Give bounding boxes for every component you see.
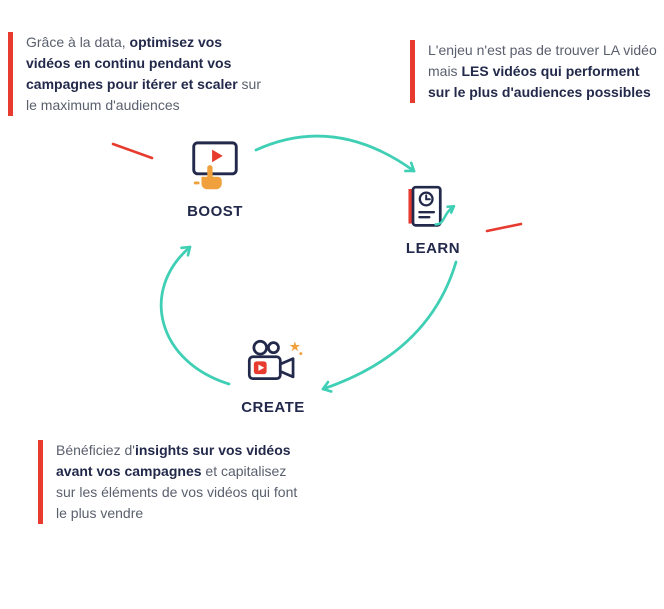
arrow-learn-to-create xyxy=(321,260,458,393)
report-lines-icon xyxy=(418,211,436,219)
clock-icon xyxy=(418,191,434,207)
callout-boost: Grâce à la data, optimisez vos vidéos en… xyxy=(8,32,266,116)
node-create-label: CREATE xyxy=(241,399,305,416)
node-learn-label: LEARN xyxy=(405,240,461,257)
node-boost: BOOST xyxy=(170,139,260,220)
callout-learn-regular-1: L'enjeu n'est pas de trouver LA vidéo ma… xyxy=(428,42,657,79)
callout-create: Bénéficiez d'insights sur vos vidéos ava… xyxy=(38,440,298,524)
callout-create-regular-2: et capitalisez sur les éléments de vos v… xyxy=(56,463,298,521)
node-boost-label: BOOST xyxy=(187,203,243,220)
boost-icon xyxy=(192,141,238,190)
callout-boost-regular-2: sur le maximum d'audiences xyxy=(26,76,261,113)
play-triangle-white-icon xyxy=(258,364,265,371)
clock-hands-icon xyxy=(425,194,431,201)
star-icon xyxy=(289,341,301,352)
learn-icon xyxy=(408,185,456,227)
callout-boost-text: Grâce à la data, optimisez vos vidéos en… xyxy=(26,32,266,116)
callout-boost-regular-1: Grâce à la data, xyxy=(26,34,130,50)
play-triangle-icon xyxy=(212,149,223,163)
arrow-create-to-boost xyxy=(159,245,231,386)
reel-circle-right-icon xyxy=(267,341,280,355)
sparkle-dot-icon xyxy=(299,352,303,356)
node-create: CREATE xyxy=(228,337,318,416)
growth-arrow-icon xyxy=(434,205,456,226)
callout-create-regular-1: Bénéficiez d' xyxy=(56,442,135,458)
red-accent-line-boost xyxy=(111,142,154,160)
report-spine-icon xyxy=(408,189,413,224)
tap-hand-icon xyxy=(193,165,222,190)
red-accent-line-learn xyxy=(485,222,523,233)
callout-learn-bold: LES vidéos qui performent sur le plus d'… xyxy=(428,63,651,100)
arrow-boost-to-learn xyxy=(254,134,416,173)
reel-circle-left-icon xyxy=(252,339,268,356)
callout-boost-bold: optimisez vos vidéos en continu pendant … xyxy=(26,34,238,92)
camera-lens-icon xyxy=(278,357,295,379)
callout-create-text: Bénéficiez d'insights sur vos vidéos ava… xyxy=(56,440,298,524)
callout-create-bold: insights sur vos vidéos avant vos campag… xyxy=(56,442,291,479)
callout-learn-text: L'enjeu n'est pas de trouver LA vidéo ma… xyxy=(428,40,660,103)
node-learn: LEARN xyxy=(388,184,478,257)
callout-learn: L'enjeu n'est pas de trouver LA vidéo ma… xyxy=(410,40,660,103)
create-icon xyxy=(247,339,303,381)
